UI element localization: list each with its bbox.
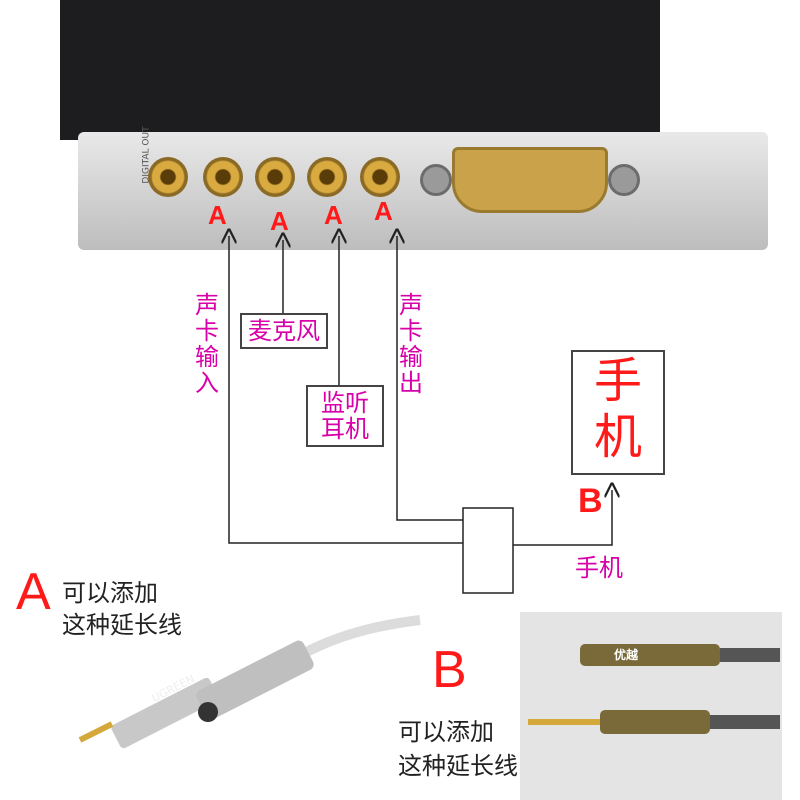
legend-b-brand: 优越 bbox=[614, 646, 638, 663]
